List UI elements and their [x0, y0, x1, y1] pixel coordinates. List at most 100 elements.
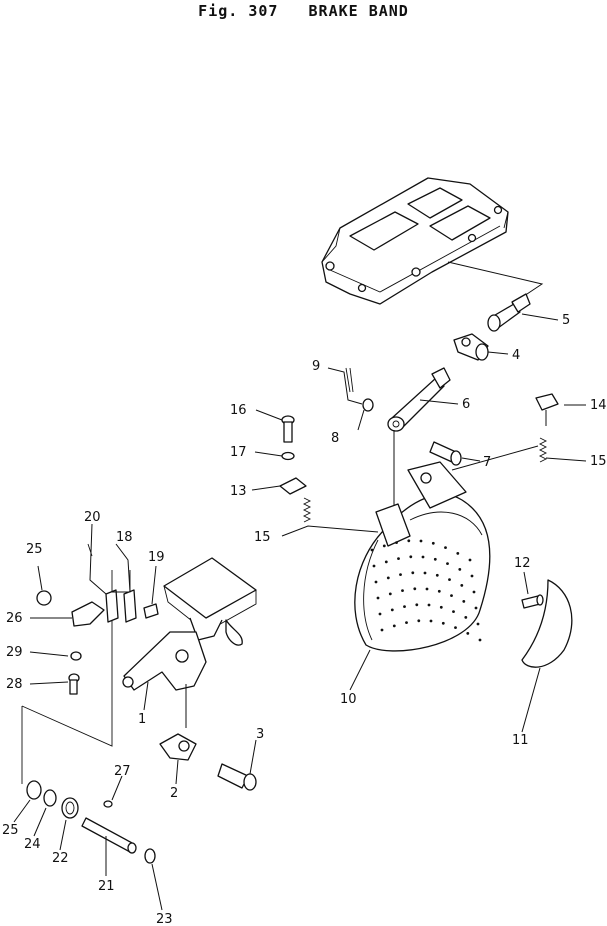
links-18: [105, 589, 137, 623]
callout-15-right: 15: [590, 454, 607, 469]
band-hole: [395, 541, 398, 544]
band-hole: [437, 589, 441, 593]
band-hole: [470, 574, 474, 578]
band-hole: [454, 626, 457, 629]
snap-ring-23: [144, 848, 156, 864]
band-hole: [429, 619, 433, 623]
callout-27: 27: [114, 764, 131, 779]
band-hole: [413, 587, 417, 591]
bolt-16: [281, 415, 295, 443]
link-2: [159, 733, 197, 761]
callout-1: 1: [138, 712, 146, 727]
band-hole: [409, 555, 413, 559]
callout-7: 7: [483, 455, 491, 470]
figure-title: Fig. 307 BRAKE BAND: [198, 2, 409, 20]
band-hole: [466, 632, 470, 635]
callout-3: 3: [256, 727, 264, 742]
band-hole: [448, 578, 451, 581]
callout-21: 21: [98, 879, 115, 894]
bolt-19: [143, 603, 159, 619]
band-hole: [450, 594, 453, 597]
callout-13: 13: [230, 484, 247, 499]
band-hole: [474, 606, 478, 610]
callout-11: 11: [512, 733, 529, 748]
band-hole: [382, 544, 386, 548]
band-hole: [441, 621, 445, 625]
seal-22: [61, 797, 79, 819]
bolt-28: [68, 673, 80, 695]
bracket-14: [535, 393, 559, 411]
band-hole: [431, 541, 435, 545]
yoke-26: [71, 601, 105, 627]
band-hole: [386, 576, 390, 580]
band-hole: [390, 608, 394, 612]
pin-7: [429, 441, 462, 466]
band-hole: [399, 573, 402, 576]
bracket-line-18: [111, 570, 131, 593]
callout-24: 24: [24, 837, 41, 852]
band-hole: [392, 624, 396, 628]
cotter-pin-9: [345, 367, 354, 393]
callout-23: 23: [156, 912, 173, 926]
callout-28: 28: [6, 677, 23, 692]
brake-band-10: [354, 461, 491, 652]
band-hole: [415, 603, 419, 607]
band-hole: [378, 612, 382, 616]
band-hole: [407, 539, 411, 543]
washer-8: [362, 398, 374, 412]
band-hole: [421, 555, 425, 559]
callout-labels: 5 4 6 7 8 9 16 17 13 15 14 15 10 11 12 1…: [2, 313, 607, 926]
band-hole: [419, 539, 423, 543]
lever-1: [122, 631, 207, 691]
lining-11: [521, 579, 573, 668]
shaft-21: [81, 817, 137, 854]
screw-12: [521, 594, 544, 609]
ball-27: [103, 800, 113, 808]
callout-10: 10: [340, 692, 357, 707]
callout-16: 16: [230, 403, 247, 418]
callout-5: 5: [562, 313, 570, 328]
rod-6: [387, 367, 451, 432]
band-hole: [411, 571, 415, 575]
band-hole: [468, 558, 472, 562]
callout-25-top: 25: [26, 542, 43, 557]
band-hole: [372, 564, 376, 568]
spring-15-right: [538, 437, 548, 463]
pin-3: [217, 763, 257, 791]
band-hole: [380, 628, 384, 632]
band-hole: [476, 622, 480, 626]
band-hole: [435, 573, 439, 577]
cover-plate: [321, 177, 509, 305]
mount-plate: [163, 557, 257, 646]
band-hole: [417, 619, 421, 623]
washer-29: [70, 651, 82, 661]
band-hole: [460, 584, 464, 587]
band-hole: [370, 548, 374, 552]
callout-4: 4: [512, 348, 520, 363]
band-hole: [405, 621, 408, 624]
callout-18: 18: [116, 530, 133, 545]
band-hole: [376, 596, 380, 600]
callout-29: 29: [6, 645, 23, 660]
band-hole: [401, 589, 404, 592]
band-hole: [439, 605, 443, 609]
band-hole: [446, 562, 449, 565]
band-hole: [456, 552, 460, 555]
callout-22: 22: [52, 851, 69, 866]
callout-19: 19: [148, 550, 165, 565]
band-hole: [433, 557, 437, 561]
band-hole: [425, 587, 429, 591]
band-hole: [452, 610, 455, 613]
spring-15-left: [302, 497, 312, 523]
bushing-24: [43, 789, 57, 807]
bearing-25: [36, 590, 52, 606]
band-hole: [464, 616, 468, 619]
callout-17: 17: [230, 445, 247, 460]
callout-15-left: 15: [254, 530, 271, 545]
pin-5: [487, 293, 531, 332]
guide-4: [453, 333, 489, 361]
band-hole: [423, 571, 427, 575]
band-hole: [384, 560, 388, 564]
callout-9: 9: [312, 359, 320, 374]
